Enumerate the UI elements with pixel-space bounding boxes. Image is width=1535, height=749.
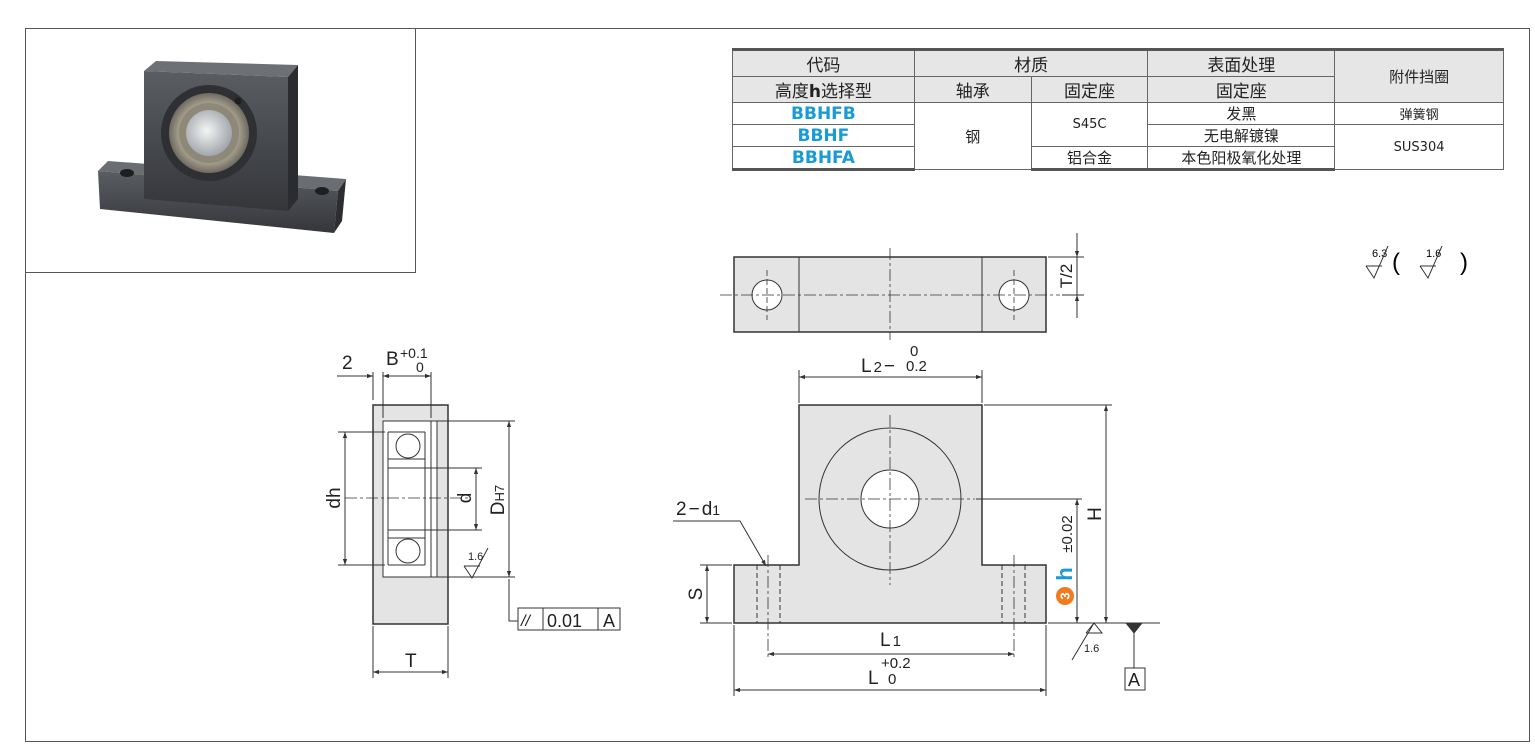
h-option-badge-number: 3 — [1058, 592, 1073, 599]
header-seat-material: 固定座 — [1030, 76, 1149, 103]
retaining-ring-section — [430, 420, 438, 578]
table-subheader-row: 高度h选择型 轴承 固定座 固定座 — [732, 76, 1504, 103]
dim-T-label: T — [405, 651, 417, 672]
dim-L1-letter: L — [880, 630, 891, 651]
roughness-symbol — [1085, 622, 1104, 634]
top-view — [720, 233, 1084, 340]
tolerance-datum: A — [603, 611, 615, 631]
drawing-frame — [25, 28, 1530, 742]
dim-2d1-dash: − — [689, 499, 700, 520]
front-view — [673, 370, 1160, 696]
dim-D-letter: D — [488, 501, 509, 515]
seat-cell: 铝合金 — [1030, 146, 1149, 171]
dim-H-label: H — [1085, 507, 1106, 521]
dim-h-label: h — [1052, 567, 1077, 580]
dim-B-tol-upper: +0.1 — [400, 345, 428, 361]
table-row: BBHFA 铝合金 本色阳极氧化处理 — [732, 146, 1504, 171]
code-cell: BBHF — [732, 124, 915, 147]
roughness-paren-close: ) — [1460, 249, 1468, 276]
dim-2d1-count: 2 — [676, 499, 687, 520]
accessory-cell: SUS304 — [1334, 124, 1504, 170]
product-photo-frame — [25, 28, 416, 273]
dim-L2-sub: 2 — [874, 359, 882, 376]
header-material: 材质 — [913, 48, 1149, 77]
datum-triangle — [1124, 622, 1144, 634]
roughness-symbol — [463, 547, 489, 579]
dim-B-tol-lower: 0 — [416, 359, 424, 375]
dim-2-label: 2 — [342, 353, 353, 374]
dim-2d1-label: 2−d1 — [676, 499, 720, 520]
table-header-row: 代码 材质 表面处理 附件挡圈 — [732, 48, 1504, 103]
roughness-symbol — [1419, 245, 1443, 280]
dim-B-label: B — [386, 349, 399, 370]
roughness-symbol — [1365, 245, 1389, 280]
dim-d-label: d — [455, 493, 476, 504]
dim-D-fit: H7 — [492, 485, 507, 502]
header-accessory: 附件挡圈 — [1334, 48, 1504, 103]
dim-L-tol-lower: 0 — [888, 671, 896, 688]
dim-L1-sub: 1 — [893, 633, 901, 650]
dim-L2-letter: L — [861, 356, 872, 377]
side-roughness-value: 1.6 — [468, 551, 483, 563]
code-cell: BBHFA — [732, 146, 915, 171]
dim-L2-tol-lower: 0.2 — [906, 358, 927, 375]
dim-h-tolerance: ±0.02 — [1059, 515, 1076, 552]
roughness-legend: 6.3 ( 1.6 ) — [1365, 245, 1468, 280]
dim-T-half-label: T/2 — [1057, 264, 1076, 289]
dim-L-tol-upper: +0.2 — [881, 655, 911, 672]
header-surface: 表面处理 — [1147, 48, 1336, 77]
hole-leader — [673, 520, 767, 567]
dim-S-label: S — [686, 588, 707, 601]
dim-L2-dash: − — [884, 356, 895, 377]
accessory-cell: 弹簧钢 — [1334, 102, 1504, 125]
table-row: BBHF 无电解镀镍 SUS304 — [732, 124, 1504, 170]
bearing-cell: 钢 — [913, 102, 1032, 170]
side-view — [337, 372, 621, 678]
front-roughness-value: 1.6 — [1084, 643, 1099, 655]
roughness-paren-open: ( — [1392, 249, 1400, 276]
header-seat-surface: 固定座 — [1147, 76, 1336, 103]
bearing-ball — [395, 538, 421, 564]
header-code: 代码 — [732, 48, 915, 77]
header-type: 高度h选择型 — [732, 76, 915, 103]
surface-cell: 无电解镀镍 — [1147, 124, 1336, 147]
datum-box — [1124, 667, 1146, 691]
dim-D-label: DH7 — [488, 485, 509, 515]
parallelism-icon: // — [520, 613, 531, 630]
product-photo — [98, 61, 346, 233]
datum-label: A — [1128, 670, 1140, 690]
bearing-ball — [395, 433, 421, 459]
table-row: BBHFB 钢 S45C 发黑 弹簧钢 — [732, 102, 1504, 170]
roughness-symbol-leg — [1071, 622, 1095, 661]
dim-2d1-letter: d — [702, 499, 713, 520]
dim-L-label: L — [868, 668, 879, 689]
side-view-labels: 2 B +0.1 0 dh d DH7 T 1.6 // 0.01 A — [324, 345, 615, 672]
tolerance-value: 0.01 — [547, 611, 582, 631]
bearing-bore-section — [387, 467, 426, 531]
spec-table: 代码 材质 表面处理 附件挡圈 高度h选择型 轴承 固定座 固定座 BBHFB … — [732, 48, 1504, 171]
h-option-badge — [1056, 587, 1074, 605]
tolerance-leader — [508, 579, 518, 622]
dim-2d1-sub: 1 — [712, 502, 720, 518]
dim-dh-label: dh — [324, 487, 345, 508]
dim-L2-tol-upper: 0 — [910, 343, 918, 360]
surface-cell: 本色阳极氧化处理 — [1147, 146, 1336, 171]
header-bearing: 轴承 — [913, 76, 1032, 103]
